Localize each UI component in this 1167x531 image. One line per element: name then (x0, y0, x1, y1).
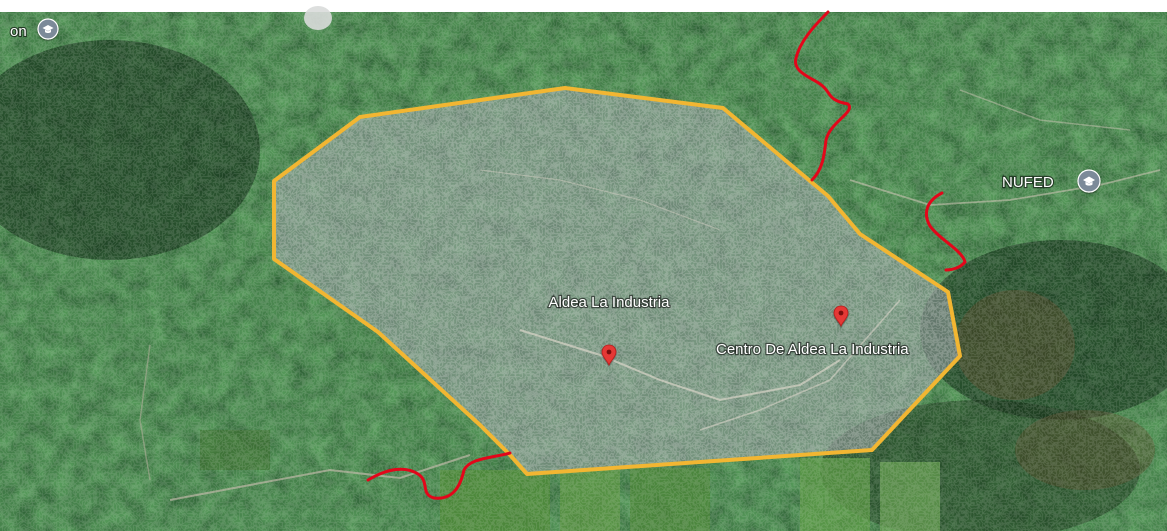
boundary-line-south (366, 451, 512, 500)
nufed-place-label: NUFED (1002, 174, 1054, 191)
boundary-line-east (925, 191, 967, 272)
graduation-cap-icon[interactable] (37, 18, 59, 40)
edge-place-label-fragment: on (10, 23, 27, 40)
map-pin-icon[interactable] (833, 305, 849, 328)
boundary-line-north (794, 10, 852, 182)
area-name-label: Aldea La Industria (549, 294, 671, 311)
graduation-cap-icon[interactable] (1077, 169, 1101, 193)
boundary-lines (366, 10, 967, 500)
map-pin-icon[interactable] (601, 344, 617, 367)
center-place-label: Centro De Aldea La Industria (716, 341, 909, 358)
